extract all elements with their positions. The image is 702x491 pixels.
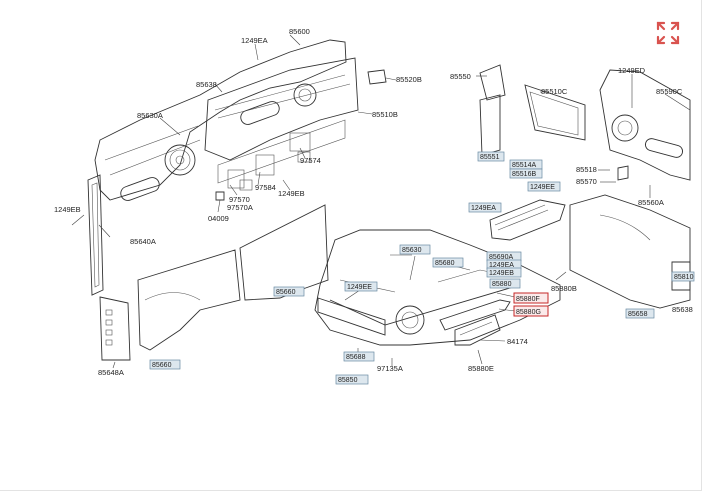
part-label: 85638 (672, 305, 693, 314)
part-label: 85560A (638, 198, 664, 207)
part-box[interactable]: 85658 (625, 308, 655, 319)
part-box[interactable]: 1249EE (527, 181, 561, 192)
part-label: 85570 (576, 177, 597, 186)
svg-text:85658: 85658 (628, 311, 648, 318)
leader-lines (71, 34, 691, 369)
svg-text:85880G: 85880G (516, 309, 541, 316)
part-label: 85590C (656, 87, 683, 96)
svg-text:85810: 85810 (674, 274, 694, 281)
svg-text:85630: 85630 (402, 247, 422, 254)
part-box[interactable]: 85660 (273, 286, 305, 297)
part-box[interactable]: 1249EB (486, 267, 522, 278)
svg-text:85514A: 85514A (512, 162, 536, 169)
svg-text:1249EA: 1249EA (471, 205, 496, 212)
part-label: 85648A (98, 368, 124, 377)
part-label: 97135A (377, 364, 403, 373)
part-label: 85640A (130, 237, 156, 246)
part-label: 85600 (289, 27, 310, 36)
part-box[interactable]: 85630 (399, 244, 431, 255)
svg-text:85850: 85850 (338, 377, 358, 384)
part-label: 85510B (372, 110, 398, 119)
svg-text:85516B: 85516B (512, 171, 536, 178)
part-label: 85880B (551, 284, 577, 293)
part-label: 97570 (229, 195, 250, 204)
part-box[interactable]: 85688 (343, 351, 375, 362)
part-label: 85880E (468, 364, 494, 373)
part-label: 84174 (507, 337, 528, 346)
right-side-panel (569, 69, 691, 309)
svg-text:85880: 85880 (492, 281, 512, 288)
svg-text:85660: 85660 (276, 289, 296, 296)
boxed-part-labels: 85551 85514A 85516B 1249EE 1249EA 85630 … (149, 151, 695, 385)
part-box[interactable]: 85680 (432, 257, 464, 268)
part-box[interactable]: 1249EA (486, 259, 522, 270)
part-box[interactable]: 85660 (149, 359, 181, 370)
part-box[interactable]: 85880 (489, 278, 521, 289)
part-box[interactable]: 85516B (509, 168, 543, 179)
part-box[interactable]: 85690A (486, 251, 522, 262)
svg-text:1249EE: 1249EE (347, 284, 372, 291)
part-box[interactable]: 85514A (509, 159, 543, 170)
step-sill-parts (439, 199, 566, 346)
part-label: 1249EA (241, 36, 268, 45)
svg-text:85551: 85551 (480, 154, 500, 161)
part-box[interactable]: 1249EE (344, 281, 378, 292)
part-label: 85550 (450, 72, 471, 81)
part-label: 85518 (576, 165, 597, 174)
svg-text:1249EE: 1249EE (530, 184, 555, 191)
part-box[interactable]: 85810 (671, 271, 695, 282)
center-panels (479, 64, 586, 156)
highlighted-part-labels: 85880F 85880G (513, 292, 549, 317)
highlighted-part-box[interactable]: 85880G (513, 305, 549, 317)
svg-text:85680: 85680 (435, 260, 455, 267)
expand-arrows-icon[interactable] (655, 20, 681, 46)
part-label: 85630A (137, 111, 163, 120)
part-label: 97584 (255, 183, 276, 192)
part-label: 85638 (196, 80, 217, 89)
part-box[interactable]: 1249EA (468, 202, 502, 213)
clip-part (215, 69, 387, 201)
upper-left-trim-panel (94, 39, 359, 201)
part-box[interactable]: 85551 (477, 151, 505, 162)
part-label: 04009 (208, 214, 229, 223)
part-label: 85520B (396, 75, 422, 84)
svg-text:1249EB: 1249EB (489, 270, 514, 277)
part-label: 85510C (541, 87, 568, 96)
svg-text:85690A: 85690A (489, 254, 513, 261)
svg-text:85688: 85688 (346, 354, 366, 361)
part-box[interactable]: 85850 (335, 374, 369, 385)
part-labels: 1249EA 85600 85638 85630A 85520B 85510B … (54, 27, 693, 377)
part-label: 97574 (300, 156, 321, 165)
svg-text:85880F: 85880F (516, 296, 540, 303)
part-label: 97570A (227, 203, 253, 212)
highlighted-part-box[interactable]: 85880F (513, 292, 549, 304)
part-label: 1249ED (618, 66, 646, 75)
part-label: 1249EB (54, 205, 81, 214)
svg-text:85660: 85660 (152, 362, 172, 369)
part-label: 1249EB (278, 189, 305, 198)
left-lower-panels (137, 204, 329, 351)
svg-text:1249EA: 1249EA (489, 262, 514, 269)
left-pillar-trim (87, 174, 131, 361)
